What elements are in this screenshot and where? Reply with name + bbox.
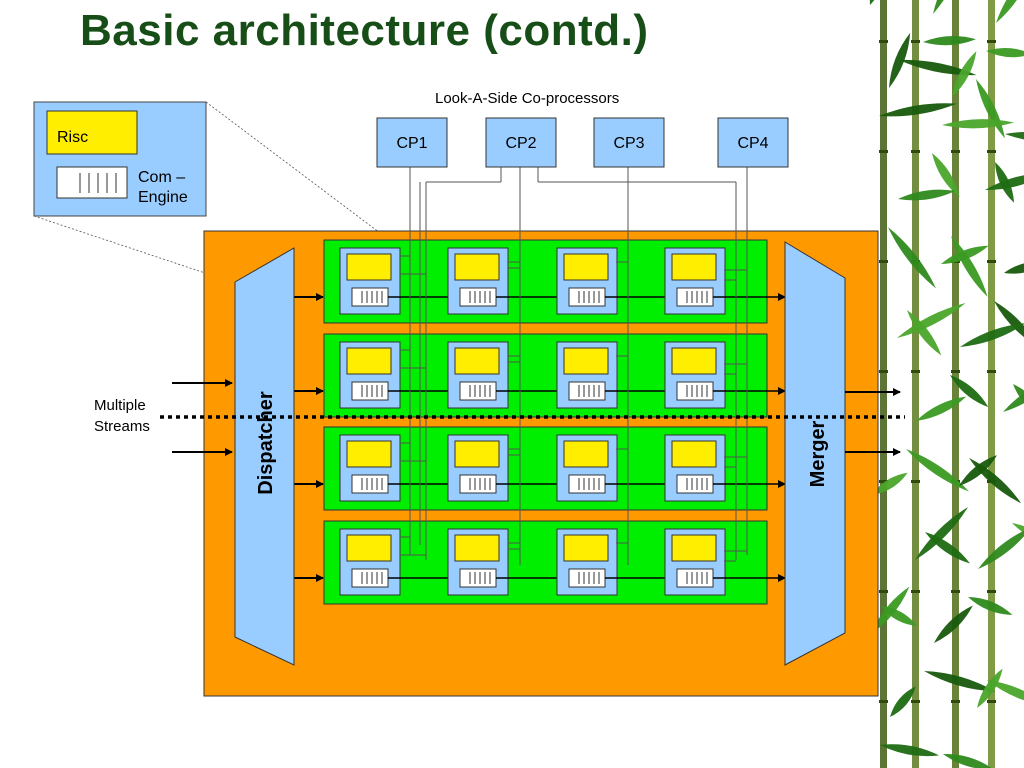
engine [339,341,461,409]
coprocessor-label: CP2 [505,135,536,152]
engine [339,528,461,596]
engine [664,434,786,502]
engine [664,528,786,596]
risc-core [671,253,717,281]
engine [447,247,570,315]
pipeline-row [294,520,786,605]
pipeline-row [294,333,786,418]
bamboo-decoration [860,0,1024,768]
coprocessor-group-label: Look-A-Side Co-processors [435,90,619,107]
coprocessor-buses [400,167,748,565]
coprocessors: CP1 CP2 CP3 CP4 [376,117,789,168]
risc-core [346,347,392,375]
com-engine [351,287,389,307]
coprocessor-cp2: CP2 [485,117,557,168]
merger-label: Merger [807,420,829,487]
coprocessor-label: CP1 [396,135,427,152]
engine [556,528,678,596]
risc-core [346,534,392,562]
com-engine [351,381,389,401]
coprocessor-label: CP4 [737,135,768,152]
risc-core [346,440,392,468]
coprocessor-cp1: CP1 [376,117,448,168]
risc-core [454,347,500,375]
com-engine [568,474,606,494]
risc-core [454,440,500,468]
legend-com-engine-slots [79,173,117,193]
engine [447,528,570,596]
zoom-line-top [205,101,401,249]
engine [556,341,678,409]
legend-risc-label: Risc [57,129,88,146]
risc-core [563,534,609,562]
coprocessor-box [485,117,557,168]
risc-core [454,534,500,562]
com-engine [568,381,606,401]
engine [447,434,570,502]
legend-com-engine-label: Com – Engine [138,169,190,206]
stream-arrows [160,379,905,456]
com-engine [676,474,714,494]
com-engine [351,474,389,494]
com-engine [676,287,714,307]
legend-risc-box [46,110,138,155]
engine [664,247,786,315]
coprocessor-box [717,117,789,168]
slide-title: Basic architecture (contd.) [80,6,649,55]
risc-core [563,347,609,375]
engine [556,434,678,502]
com-engine [676,381,714,401]
pipeline-row [294,426,786,511]
merger [784,241,846,666]
engine [339,247,461,315]
dispatcher [234,247,295,666]
coprocessor-box [593,117,665,168]
risc-core [671,347,717,375]
engine [664,341,786,409]
com-engine [459,568,497,588]
legend-com-engine-box [56,166,128,199]
coprocessor-cp4: CP4 [717,117,789,168]
dispatcher-label: Dispatcher [255,391,277,495]
com-engine [351,568,389,588]
risc-core [346,253,392,281]
com-engine [568,568,606,588]
multiple-streams-label: Multiple Streams [94,397,150,435]
com-engine [568,287,606,307]
com-engine [459,474,497,494]
com-engine [676,568,714,588]
com-engine [459,287,497,307]
engine [447,341,570,409]
coprocessor-box [376,117,448,168]
coprocessor-cp3: CP3 [593,117,665,168]
pipeline-row [294,239,786,324]
risc-core [454,253,500,281]
coprocessor-label: CP3 [613,135,644,152]
engine-legend: Risc Com – Engine [33,101,207,217]
com-engine [459,381,497,401]
risc-core [671,440,717,468]
risc-core [671,534,717,562]
pipeline-rows [294,239,786,605]
engine [556,247,678,315]
risc-core [563,253,609,281]
risc-core [563,440,609,468]
